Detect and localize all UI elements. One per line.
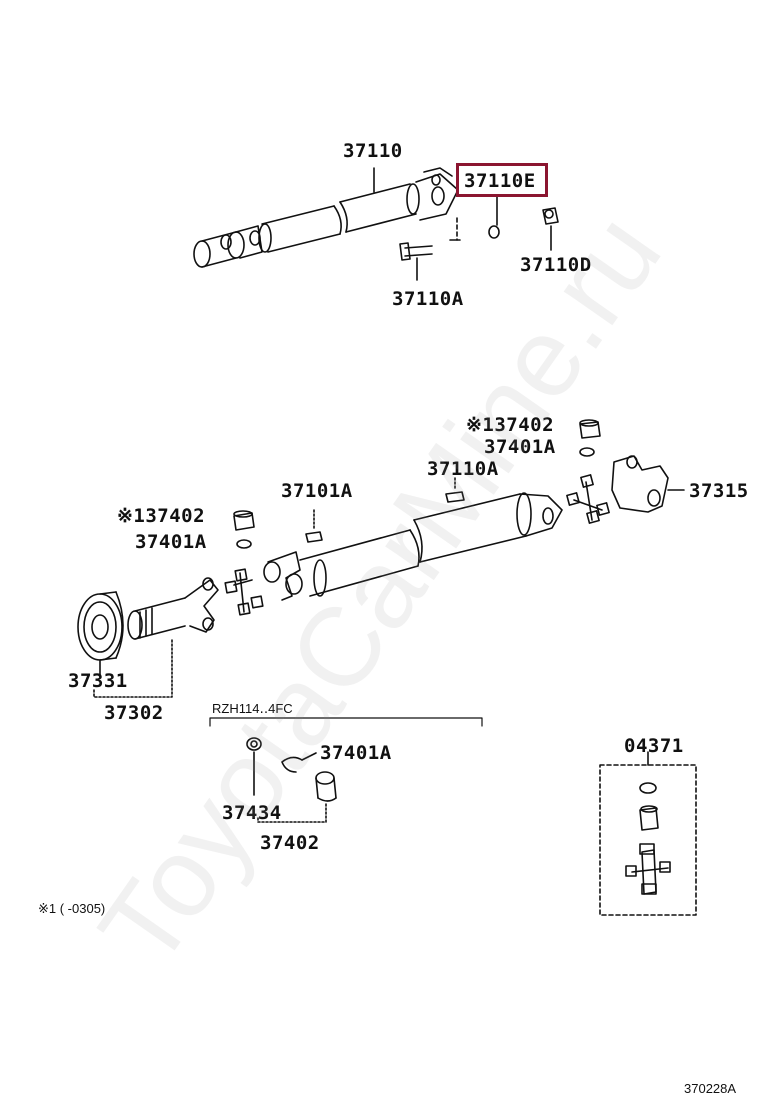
label-37315[interactable]: 37315 (689, 480, 749, 502)
label-37401A-left[interactable]: 37401A (135, 531, 207, 553)
main-propeller-shaft (77, 419, 685, 698)
footnote: ※1 ( -0305) (38, 901, 106, 916)
label-37302[interactable]: 37302 (104, 702, 164, 724)
label-37110D[interactable]: 37110D (520, 254, 592, 276)
label-37110E[interactable]: 37110E (464, 170, 536, 192)
label-37110[interactable]: 37110 (343, 140, 403, 162)
label-37401A-right[interactable]: 37401A (484, 436, 556, 458)
label-37331[interactable]: 37331 (68, 670, 128, 692)
label-37434[interactable]: 37434 (222, 802, 282, 824)
diagram-reference: 370228A (684, 1081, 737, 1096)
label-37402-left[interactable]: ※137402 (117, 505, 206, 527)
label-37110A-mid[interactable]: 37110A (427, 458, 499, 480)
label-37110A-top[interactable]: 37110A (392, 288, 464, 310)
label-37402-right[interactable]: ※137402 (466, 414, 555, 436)
variant-label: RZH114‥4FC (212, 701, 293, 716)
label-37101A[interactable]: 37101A (281, 480, 353, 502)
kit-box (599, 751, 697, 916)
label-04371[interactable]: 04371 (624, 735, 684, 757)
variant-box (209, 717, 483, 823)
label-37401A-variant[interactable]: 37401A (320, 742, 392, 764)
highlight-box (456, 163, 548, 197)
label-37402-variant[interactable]: 37402 (260, 832, 320, 854)
